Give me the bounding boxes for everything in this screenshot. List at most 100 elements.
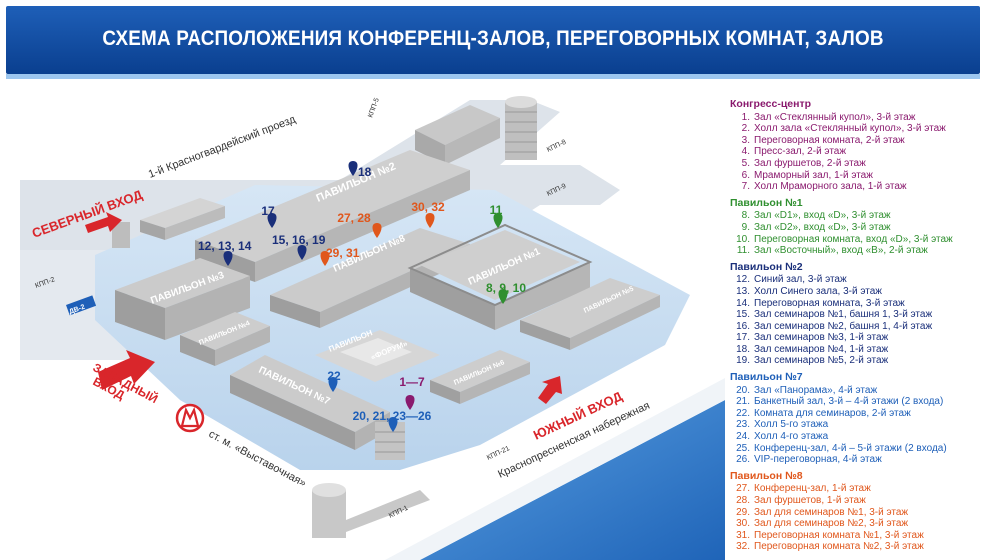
legend-item: 1. Зал «Стеклянный купол», 3-й этаж [730, 112, 998, 124]
legend-item-number: 15. [736, 309, 750, 321]
pavilion6-top [430, 350, 530, 392]
legend-item: 18.Зал семинаров №4, 1-й этаж [730, 344, 998, 356]
legend-item: 20.Зал «Панорама», 4-й этаж [730, 385, 998, 397]
tower-top [505, 96, 537, 108]
legend-item-text: Зал семинаров №3, 1-й этаж [754, 332, 889, 344]
tower-floors [505, 111, 537, 153]
pavilion4-top [180, 312, 270, 350]
legend-item-number: 9. [741, 221, 750, 233]
legend-item-number: 18. [736, 343, 750, 355]
legend-item-number: 4. [741, 146, 750, 158]
legend-item-number: 29. [736, 506, 750, 518]
legend-item: 9.Зал «D2», вход «D», 3-й этаж [730, 222, 998, 234]
pavilion3-right [165, 276, 250, 340]
pavilion7-top [230, 355, 390, 432]
legend-item-number: 2. [741, 123, 750, 135]
legend-item-number: 32. [736, 541, 750, 553]
west-entrance-arrow [98, 350, 155, 390]
legend-item-text: Холл Синего зала, 3-й этаж [754, 285, 882, 297]
pavilion7-right [355, 412, 390, 450]
pavilion1-outline [407, 223, 593, 307]
legend-item: 16.Зал семинаров №2, башня 1, 4-й этаж [730, 321, 998, 333]
legend-item-number: 31. [736, 529, 750, 541]
legend-section-title: Павильон №2 [730, 260, 803, 273]
marker-label: 18 [358, 165, 372, 179]
legend-item-number: 28. [736, 495, 750, 506]
legend-item-number: 16. [736, 320, 750, 332]
pavilion1-right [495, 262, 590, 330]
legend-item: 11.Зал «Восточный», вход «B», 2-й этаж [730, 245, 998, 257]
marker-pin [328, 377, 338, 392]
pavilion1-left [410, 268, 495, 330]
checkpoint-door2-badge [66, 295, 97, 316]
legend-item-text: Холл зала «Стеклянный купол», 3-й этаж [754, 123, 946, 135]
embankment [385, 378, 725, 560]
marker-label: 12, 13, 14 [198, 239, 252, 253]
legend-item-number: 11. [736, 245, 750, 257]
legend-item-number: 5. [741, 157, 750, 169]
legend-item-number: 21. [736, 396, 750, 408]
legend-item-text: Зал «Стеклянный купол», 3-й этаж [754, 111, 916, 123]
legend-item: 15. Зал семинаров №1, башня 1, 3-й этаж [730, 309, 998, 321]
legend-item-text: Зал для семинаров №2, 3-й этаж [754, 518, 909, 530]
legend-item-number: 3. [741, 134, 750, 146]
pavilion4-right [215, 326, 270, 366]
legend-item: 23. Холл 5-го этажа [730, 419, 998, 431]
pavilion3-top [115, 258, 250, 308]
forum-pyramid [340, 338, 412, 366]
marker-label: 27, 28 [337, 211, 371, 225]
page-title: СХЕМА РАСПОЛОЖЕНИЯ КОНФЕРЕНЦ-ЗАЛОВ, ПЕРЕ… [102, 27, 884, 50]
marker-pin [425, 213, 435, 228]
legend-item-text: Переговорная комната, 3-й этаж [754, 297, 905, 309]
title-banner [6, 6, 980, 74]
legend-item-number: 7. [741, 181, 750, 193]
marker-label: 8, 9, 10 [486, 281, 526, 295]
legend-item-number: 23. [736, 419, 750, 431]
legend-item: 7. Холл Мраморного зала, 1-й этаж [730, 181, 998, 193]
legend-item-text: Переговорная комната №1, 3-й этаж [754, 529, 924, 541]
legend-item-text: Мраморный зал, 1-й этаж [754, 169, 873, 181]
pavilion5-left [520, 320, 570, 350]
marker-pin [320, 251, 330, 266]
legend-item-text: VIP-переговорная, 4-й этаж [754, 454, 882, 466]
legend-item-number: 10. [736, 233, 750, 245]
legend-section-title: Павильон №8 [730, 469, 803, 482]
tower-base-left [415, 130, 445, 165]
legend-item-text: Зал семинаров №1, башня 1, 3-й этаж [754, 309, 933, 321]
legend-item-text: Холл 5-го этажа [754, 419, 829, 431]
legend-item-text: Зал фуршетов, 2-й этаж [754, 157, 866, 169]
legend-item-number: 1. [741, 111, 750, 123]
south-entrance-arrow [538, 376, 562, 404]
pavilion2-right [255, 170, 470, 282]
legend-section-title: Конгресс-центр [730, 98, 812, 110]
legend-item-number: 30. [736, 518, 750, 530]
pavilion1-top [420, 230, 580, 300]
tower-base-top [415, 105, 500, 145]
legend-item: 13.Холл Синего зала, 3-й этаж [730, 286, 998, 298]
pavilion6-right [460, 362, 530, 404]
marker-pin [493, 213, 503, 228]
legend-item-text: Зал фуршетов, 1-й этаж [754, 495, 866, 506]
pavilion8-left [270, 295, 320, 328]
legend-item-number: 22. [736, 407, 750, 419]
pavilion7-left [230, 375, 355, 450]
marker-label: 29, 31 [326, 246, 360, 260]
legend-item: 28. Зал фуршетов, 1-й этаж [730, 495, 998, 507]
legend-item-text: Холл Мраморного зала, 1-й этаж [754, 181, 907, 193]
pavilion5-top [520, 278, 660, 338]
round-tower [312, 490, 346, 538]
legend-item-text: Зал для семинаров №1, 3-й этаж [754, 506, 909, 518]
marker-pin [297, 245, 307, 260]
marker-pin [372, 223, 382, 238]
legend-item-text: Конференц-зал, 4-й – 5-й этажи (2 входа) [754, 442, 947, 454]
legend-item: 5. Зал фуршетов, 2-й этаж [730, 158, 998, 170]
legend-item-number: 6. [741, 169, 750, 181]
marker-label: 1—7 [399, 375, 425, 389]
legend-item-text: Переговорная комната №2, 3-й этаж [754, 541, 924, 553]
marker-pin [498, 289, 508, 304]
legend-item-text: Синий зал, 3-й этаж [754, 274, 847, 286]
gatehouse [112, 222, 130, 248]
